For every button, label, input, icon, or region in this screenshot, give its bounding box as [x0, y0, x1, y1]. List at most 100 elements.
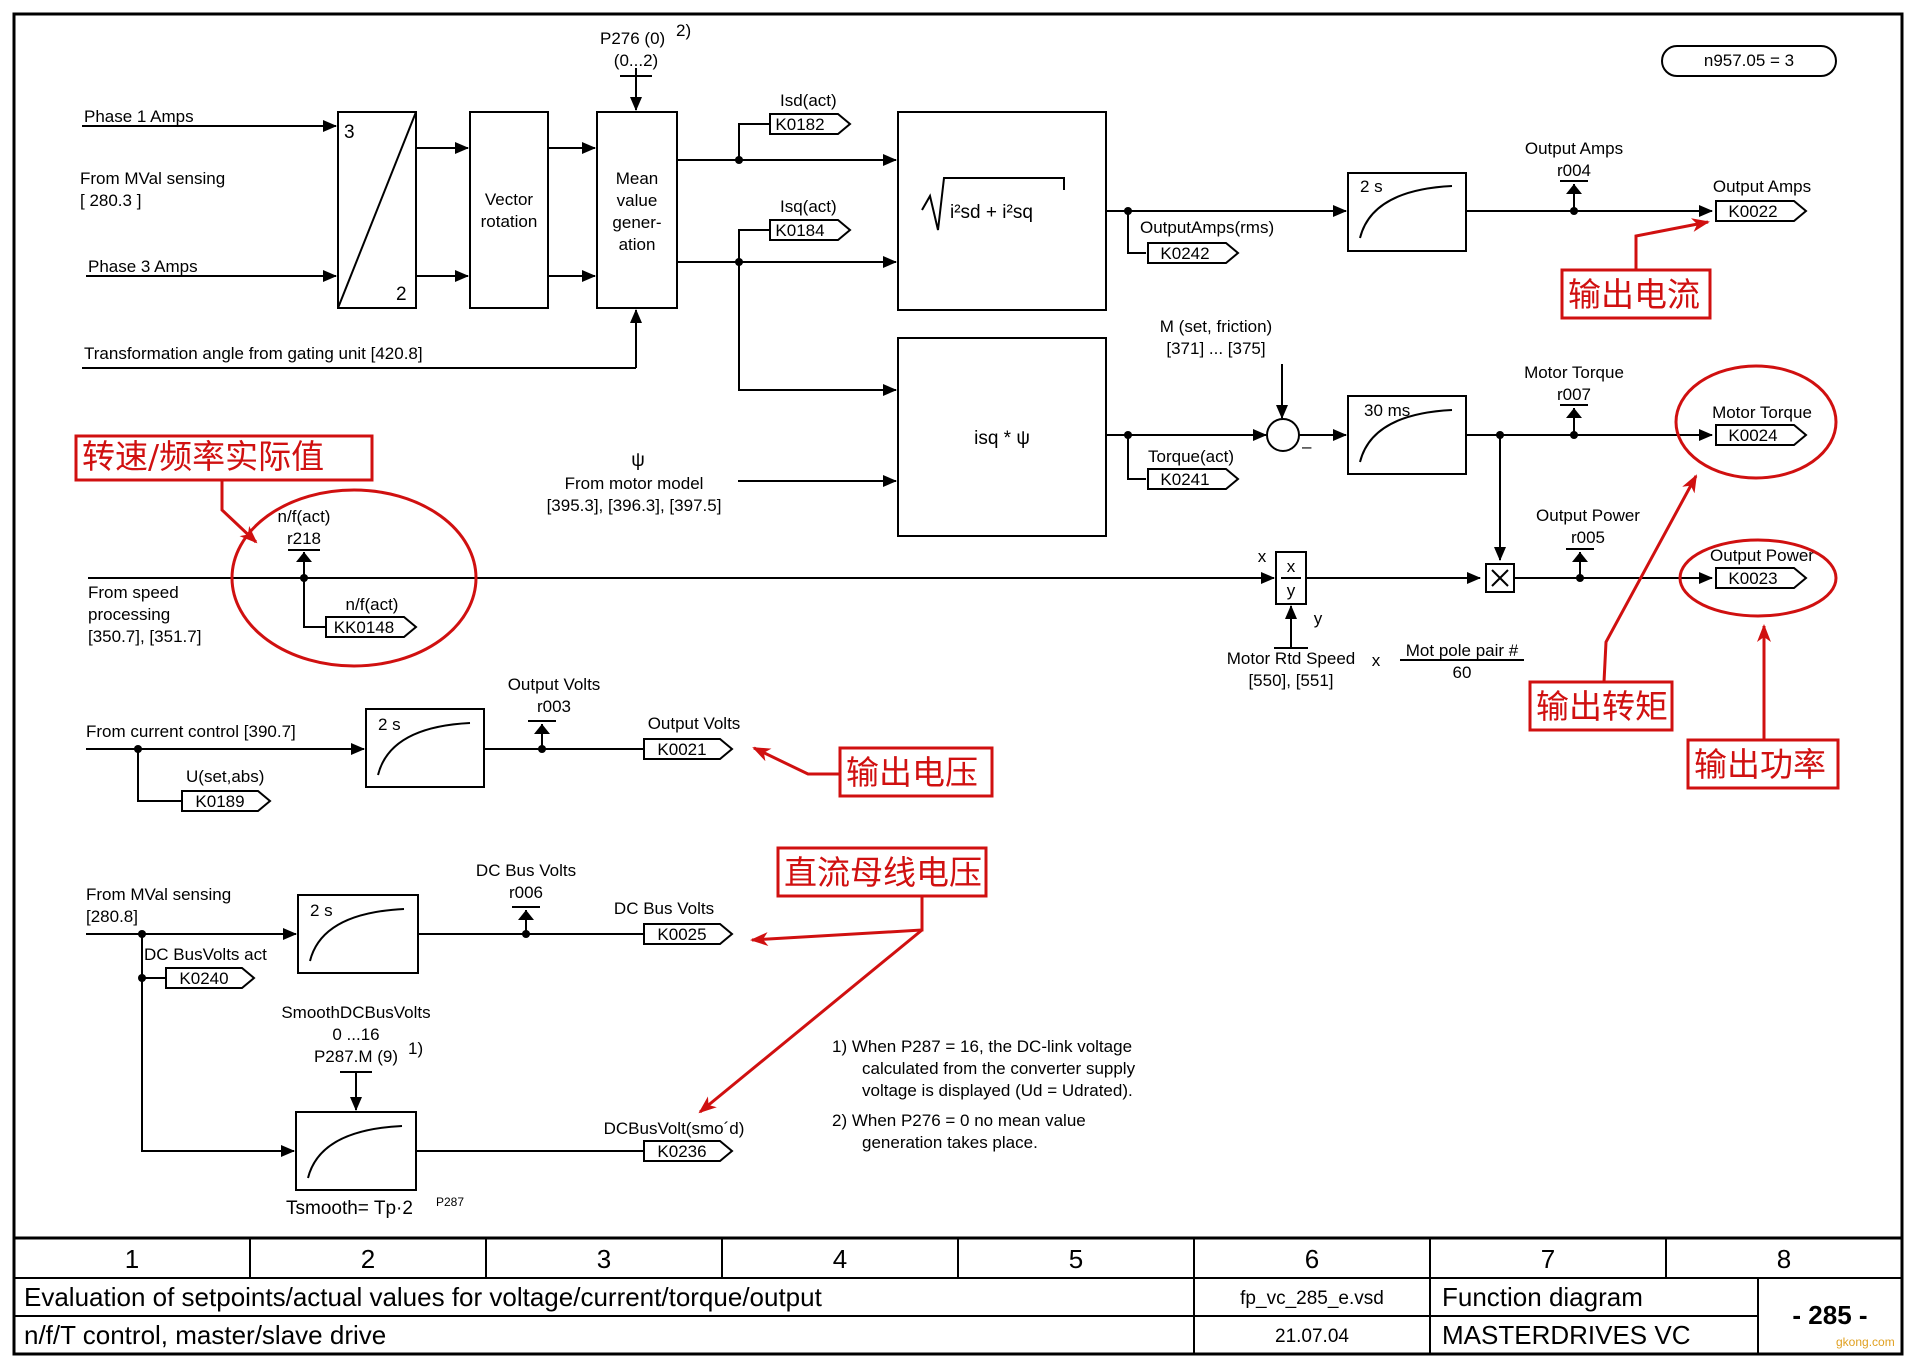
tag-k0184: K0184	[775, 221, 824, 240]
footer-product: MASTERDRIVES VC	[1442, 1320, 1691, 1350]
tag-k0236: K0236	[657, 1142, 706, 1161]
mean-label-2: value	[617, 191, 658, 210]
note-2-line-1: 2) When P276 = 0 no mean value	[832, 1111, 1086, 1130]
label-outamps-rms: OutputAmps(rms)	[1140, 218, 1274, 237]
annotation-output-current: 输出电流	[1568, 275, 1700, 314]
label-u-set-abs: U(set,abs)	[186, 767, 264, 786]
label-p287: P287.M (9)	[314, 1047, 398, 1066]
transform-input-3: 3	[344, 122, 355, 143]
label-speed-ref: [350.7], [351.7]	[88, 627, 201, 646]
tag-k0240: K0240	[179, 969, 228, 988]
label-r218: r218	[287, 529, 321, 548]
label-r005: r005	[1571, 528, 1605, 547]
label-r006: r006	[509, 883, 543, 902]
badge-text: n957.05 = 3	[1704, 51, 1794, 70]
label-output-power-2: Output Power	[1710, 546, 1814, 565]
vector-label-1: Vector	[485, 190, 534, 209]
label-div-x: x	[1258, 547, 1267, 566]
note-2-line-2: generation takes place.	[862, 1133, 1038, 1152]
sqrt-formula: i²sd + i²sq	[950, 202, 1033, 223]
footer-date: 21.07.04	[1275, 1326, 1349, 1347]
label-r003: r003	[537, 697, 571, 716]
label-motor-torque: Motor Torque	[1524, 363, 1624, 382]
vector-label-2: rotation	[481, 212, 538, 231]
mean-label-1: Mean	[616, 169, 659, 188]
label-rtd-speed-ref: [550], [551]	[1248, 671, 1333, 690]
page-frame	[12, 12, 1904, 1356]
filter-amps-time: 2 s	[1360, 177, 1383, 196]
label-motor-torque-2: Motor Torque	[1712, 403, 1812, 422]
tag-k0242: K0242	[1160, 244, 1209, 263]
annotation-output-torque: 输出转矩	[1536, 687, 1668, 726]
label-smooth: SmoothDCBusVolts	[281, 1003, 430, 1022]
footer-column-number: 3	[597, 1244, 611, 1274]
footer-column-number: 8	[1777, 1244, 1791, 1274]
label-phase1: Phase 1 Amps	[84, 107, 194, 126]
tag-k0189: K0189	[195, 792, 244, 811]
label-nf-act: n/f(act)	[278, 507, 331, 526]
label-torque-act: Torque(act)	[1148, 447, 1234, 466]
footer-title-2: n/f/T control, master/slave drive	[24, 1320, 386, 1350]
label-speed-2: processing	[88, 605, 170, 624]
label-output-amps-2: Output Amps	[1713, 177, 1811, 196]
label-output-volts: Output Volts	[508, 675, 601, 694]
annotation-dc-bus-voltage: 直流母线电压	[784, 853, 982, 892]
label-mset-ref: [371] ... [375]	[1166, 339, 1265, 358]
filter-dc-time: 2 s	[310, 901, 333, 920]
label-mval1: From MVal sensing	[80, 169, 225, 188]
label-r004: r004	[1557, 161, 1591, 180]
mean-label-3: gener-	[612, 213, 661, 232]
minus-sign: –	[1302, 437, 1312, 456]
footer-column-number: 7	[1541, 1244, 1555, 1274]
mean-label-4: ation	[619, 235, 656, 254]
label-pole-pair: Mot pole pair #	[1406, 641, 1519, 660]
label-isd: Isd(act)	[780, 91, 837, 110]
label-r007: r007	[1557, 385, 1591, 404]
footer-column-number: 2	[361, 1244, 375, 1274]
label-dc-act: DC BusVolts act	[144, 945, 267, 964]
label-p276-range: (0...2)	[614, 51, 658, 70]
label-rtd-speed: Motor Rtd Speed	[1227, 649, 1356, 668]
transform-input-2: 2	[396, 284, 407, 305]
annotation-output-power: 输出功率	[1694, 745, 1826, 784]
watermark: gkong.com	[1836, 1335, 1895, 1349]
footer-column-number: 4	[833, 1244, 847, 1274]
label-mval2: From MVal sensing	[86, 885, 231, 904]
filter-volts-time: 2 s	[378, 715, 401, 734]
label-p276-footnote: 2)	[676, 21, 691, 40]
filter-torque-time: 30 ms	[1364, 401, 1410, 420]
label-isq: Isq(act)	[780, 197, 837, 216]
annotation-speed-frequency: 转速/频率实际值	[82, 437, 324, 476]
label-motor-model-ref: [395.3], [396.3], [397.5]	[547, 496, 722, 515]
title-block	[14, 1236, 1902, 1354]
tag-k0024: K0024	[1728, 426, 1777, 445]
label-dc-bus-2: DC Bus Volts	[614, 899, 714, 918]
footer-type: Function diagram	[1442, 1282, 1643, 1312]
label-psi: ψ	[631, 450, 645, 471]
label-p287-footnote: 1)	[408, 1039, 423, 1058]
label-smooth-range: 0 ...16	[332, 1025, 379, 1044]
isq-psi-formula: isq * ψ	[974, 428, 1030, 449]
footer-file: fp_vc_285_e.vsd	[1240, 1288, 1384, 1309]
footer-column-number: 1	[125, 1244, 139, 1274]
label-nf-act-2: n/f(act)	[346, 595, 399, 614]
label-mset: M (set, friction)	[1160, 317, 1272, 336]
label-output-volts-2: Output Volts	[648, 714, 741, 733]
footer-column-number: 6	[1305, 1244, 1319, 1274]
tag-k0025: K0025	[657, 925, 706, 944]
tag-k0021: K0021	[657, 740, 706, 759]
divider-y: y	[1287, 581, 1296, 600]
status-badge	[1661, 45, 1837, 77]
label-transform-angle: Transformation angle from gating unit [4…	[84, 344, 423, 363]
label-tsmooth-exp: P287	[436, 1195, 464, 1209]
label-output-power: Output Power	[1536, 506, 1640, 525]
label-p276: P276 (0)	[600, 29, 665, 48]
label-div-y: y	[1314, 609, 1323, 628]
tag-k0023: K0023	[1728, 569, 1777, 588]
label-phase3: Phase 3 Amps	[88, 257, 198, 276]
footer-column-number: 5	[1069, 1244, 1083, 1274]
footer-page: - 285 -	[1792, 1300, 1867, 1330]
note-1-line-2: calculated from the converter supply	[862, 1059, 1136, 1078]
label-times: x	[1372, 651, 1381, 670]
tag-kk0148: KK0148	[334, 618, 395, 637]
